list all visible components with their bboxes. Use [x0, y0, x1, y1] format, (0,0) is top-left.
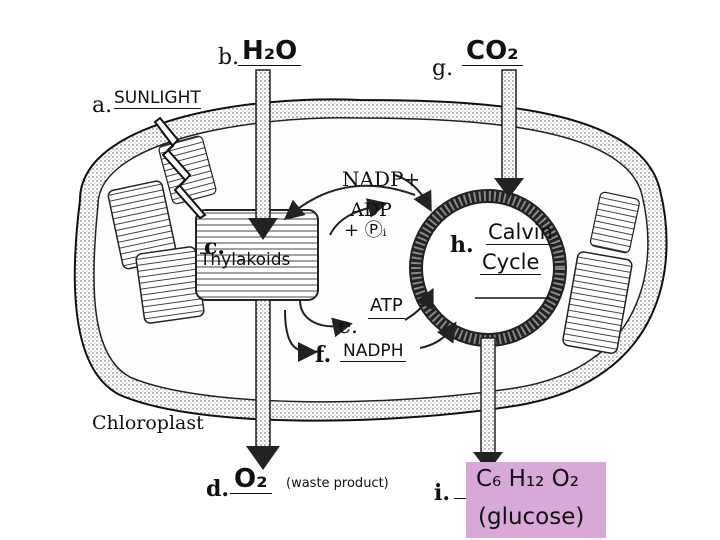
oxygen-output-arrow [246, 299, 280, 470]
label-b-letter: b. [218, 45, 240, 70]
carbon-dioxide-input-arrow [494, 69, 524, 198]
glucose-highlight-box [466, 462, 606, 538]
sunlight-bolt-icon [153, 116, 207, 220]
granum-stack-right [562, 191, 640, 354]
phosphate-label: + Ⓟᵢ [344, 220, 387, 241]
label-b-answer: H₂O [238, 38, 302, 66]
label-f-answer: NADPH [340, 343, 407, 362]
cycle-arrows [283, 174, 457, 362]
label-c-answer: Thylakoids [200, 250, 291, 270]
label-f-letter: f. [315, 342, 332, 368]
label-i-letter: i. [434, 480, 451, 506]
label-h-answer-line2: Cycle [480, 250, 542, 275]
label-i-underline [454, 498, 468, 499]
label-d-letter: d. [206, 476, 230, 502]
granum-stack-left [107, 135, 217, 324]
label-g-answer: CO₂ [462, 38, 523, 66]
label-a-letter: a. [92, 93, 113, 118]
label-h-answer-line1: Calvin [486, 220, 555, 245]
label-h-letter: h. [450, 232, 474, 258]
label-e-letter: e. [338, 314, 359, 339]
water-input-arrow [248, 69, 278, 240]
label-c-letter: c. [204, 234, 226, 260]
label-a-answer: SUNLIGHT [114, 88, 201, 109]
label-i-answer-line2: (glucose) [478, 504, 585, 530]
nadp-label: NADP+ [342, 167, 421, 191]
label-d-answer: O₂ [230, 466, 272, 494]
label-d-note: (waste product) [286, 476, 389, 491]
chloroplast-label: Chloroplast [92, 412, 204, 434]
label-e-answer: ATP [368, 297, 405, 319]
label-g-letter: g. [432, 56, 454, 81]
label-i-answer-line1: C₆ H₁₂ O₂ [476, 466, 579, 492]
adp-label: ADP [350, 199, 392, 221]
